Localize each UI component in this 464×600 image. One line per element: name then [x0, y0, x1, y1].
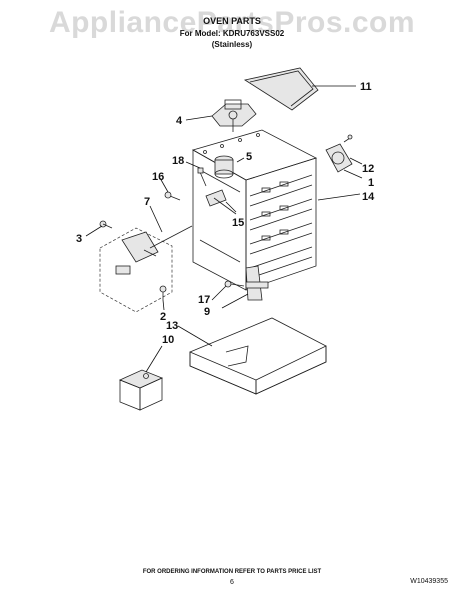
leader-lines: [85, 85, 363, 373]
callout-3: 3: [76, 233, 82, 245]
variant-line: (Stainless): [212, 40, 253, 49]
part-13-bottom-panel: [189, 317, 327, 395]
callout-13: 13: [166, 320, 178, 332]
part-15-bracket: [205, 189, 237, 215]
callout-10: 10: [162, 334, 174, 346]
part-3-screw: [99, 220, 113, 229]
part-5-motor: [214, 155, 234, 179]
callout-11: 11: [360, 81, 372, 93]
ordering-note: FOR ORDERING INFORMATION REFER TO PARTS …: [143, 569, 322, 575]
part-10-box: [118, 369, 164, 411]
callout-2: 2: [160, 311, 166, 323]
part-17-screw: [224, 280, 245, 288]
callout-4: 4: [176, 115, 183, 127]
callout-14: 14: [362, 191, 375, 203]
part-18-screw: [197, 167, 207, 187]
callout-5: 5: [246, 151, 252, 163]
callout-12: 12: [362, 163, 374, 175]
part-4-top-assembly: [211, 99, 257, 132]
part-2-screw: [159, 285, 167, 300]
callout-1: 1: [368, 177, 374, 189]
part-9-bracket: [245, 265, 269, 301]
callouts: 11 4 5 18 16 7 15 12 1 14 3 2 17 9 13 10: [76, 81, 375, 346]
model-line: For Model: KDRU763VSS02: [180, 29, 285, 38]
page-number: 6: [230, 579, 234, 586]
part-16-screw: [164, 191, 181, 201]
doc-number: W10439355: [410, 578, 448, 585]
page-title: OVEN PARTS: [203, 16, 261, 26]
part-12-round-plate: [325, 134, 353, 173]
part-14-oven-cavity: [191, 129, 318, 291]
part-7-control-box: [99, 225, 193, 313]
part-11-plate: [243, 67, 319, 111]
callout-9: 9: [204, 306, 210, 318]
callout-18: 18: [172, 155, 184, 167]
watermark-text: AppliancePartsPros.com: [49, 6, 415, 39]
callout-15: 15: [232, 217, 244, 229]
callout-17: 17: [198, 294, 210, 306]
callout-16: 16: [152, 171, 164, 183]
callout-7: 7: [144, 196, 150, 208]
